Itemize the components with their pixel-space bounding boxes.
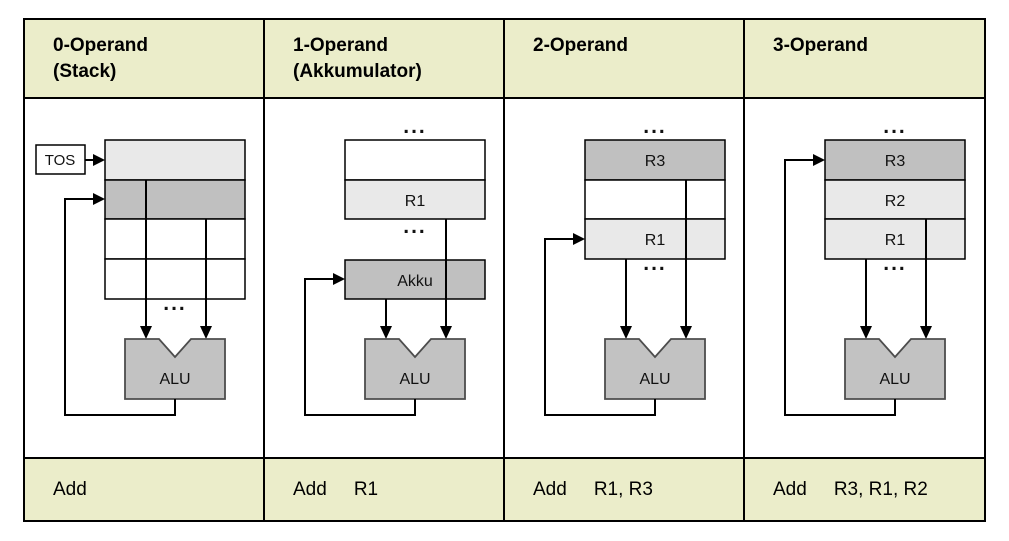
instruction-three-operand: Add R3, R1, R2	[745, 459, 984, 520]
accumulator-machine-svg: ... R1 ... Akku ALU	[304, 115, 486, 416]
header-line1: 0-Operand	[53, 35, 149, 56]
header-line2: (Stack)	[53, 61, 117, 82]
arrowhead-icon	[440, 326, 452, 339]
instruction-two-operand: Add R1, R3	[505, 459, 745, 520]
register-cell-empty	[344, 139, 486, 181]
arrowhead-icon	[573, 233, 585, 245]
alu-label: ALU	[159, 371, 190, 388]
ellipsis: ...	[403, 115, 427, 138]
arrowhead-icon	[920, 326, 932, 339]
instruction-mnemonic: Add	[773, 478, 807, 500]
alu-label: ALU	[879, 371, 910, 388]
stack-cell-second	[104, 179, 246, 220]
instruction-mnemonic: Add	[53, 478, 87, 500]
two-operand-machine-svg: ... R3 R1 ... ALU	[544, 115, 726, 416]
ellipsis: ...	[163, 292, 187, 315]
register-file: R3 R2 R1	[824, 139, 966, 260]
instruction-operands: R3, R1, R2	[833, 478, 928, 500]
register-cell-r3	[584, 139, 726, 181]
ellipsis: ...	[883, 115, 907, 138]
instruction-accumulator: Add R1	[265, 459, 505, 520]
instruction-operands: R1	[353, 478, 379, 500]
three-operand-machine-svg: ... R3 R2 R1 ... ALU	[784, 115, 966, 416]
ellipsis: ...	[643, 252, 667, 275]
ellipsis: ...	[883, 252, 907, 275]
diagram-three-operand-machine: ... R3 R2 R1 ... ALU	[745, 99, 984, 459]
ellipsis: ...	[643, 115, 667, 138]
result-feedback-path	[64, 198, 176, 416]
alu-label: ALU	[639, 371, 670, 388]
arrowhead-icon	[680, 326, 692, 339]
register-file: R1	[344, 139, 486, 220]
alu-label: ALU	[399, 371, 430, 388]
tos-pointer: TOS	[35, 144, 105, 175]
register-cell-r1	[824, 218, 966, 260]
header-0-operand: 0-Operand (Stack)	[25, 20, 265, 99]
header-2-operand: 2-Operand	[505, 20, 745, 99]
register-label: R3	[645, 153, 666, 170]
header-line1: 3-Operand	[773, 35, 869, 56]
header-line1: 2-Operand	[533, 35, 629, 56]
instruction-operands: R1, R3	[593, 478, 653, 500]
instruction-stack: Add	[25, 459, 265, 520]
register-label: R1	[405, 193, 426, 210]
alu-shape	[844, 338, 946, 400]
register-cell-r1	[344, 179, 486, 220]
arrowhead-icon	[200, 326, 212, 339]
arrowhead-icon	[620, 326, 632, 339]
stack-register-file	[104, 139, 246, 300]
diagram-two-operand-machine: ... R3 R1 ... ALU	[505, 99, 745, 459]
arrowhead-icon	[813, 154, 825, 166]
alu-shape	[604, 338, 706, 400]
arrowhead-icon	[93, 154, 105, 166]
header-3-operand: 3-Operand	[745, 20, 984, 99]
operand-architecture-table: 0-Operand (Stack) 1-Operand (Akkumulator…	[23, 18, 986, 522]
tos-label: TOS	[45, 152, 76, 169]
header-line1: 1-Operand	[293, 35, 389, 56]
register-file: R3 R1	[584, 139, 726, 260]
stack-cell-top	[104, 139, 246, 181]
register-cell-empty	[584, 179, 726, 220]
instruction-mnemonic: Add	[293, 478, 327, 500]
accumulator-cell	[344, 259, 486, 300]
accumulator-label: Akku	[397, 273, 433, 290]
result-feedback-path	[784, 159, 896, 416]
stack-cell-empty	[104, 258, 246, 300]
diagram-stack-machine: TOS ... ALU	[25, 99, 265, 459]
register-label: R1	[645, 232, 666, 249]
register-label: R1	[885, 232, 906, 249]
alu-shape	[124, 338, 226, 400]
register-label: R3	[885, 153, 906, 170]
arrowhead-icon	[93, 193, 105, 205]
result-feedback-path	[544, 238, 656, 416]
stack-cell-empty	[104, 218, 246, 260]
instruction-mnemonic: Add	[533, 478, 567, 500]
arrowhead-icon	[140, 326, 152, 339]
arrowhead-icon	[860, 326, 872, 339]
header-1-operand: 1-Operand (Akkumulator)	[265, 20, 505, 99]
header-line2: (Akkumulator)	[293, 61, 422, 82]
register-cell-r1	[584, 218, 726, 260]
arrowhead-icon	[333, 273, 345, 285]
alu-shape	[364, 338, 466, 400]
ellipsis: ...	[403, 215, 427, 238]
stack-machine-svg: TOS ... ALU	[35, 139, 246, 416]
arrowhead-icon	[380, 326, 392, 339]
register-cell-r3	[824, 139, 966, 181]
register-label: R2	[885, 193, 906, 210]
diagram-accumulator-machine: ... R1 ... Akku ALU	[265, 99, 505, 459]
result-feedback-path	[304, 278, 416, 416]
